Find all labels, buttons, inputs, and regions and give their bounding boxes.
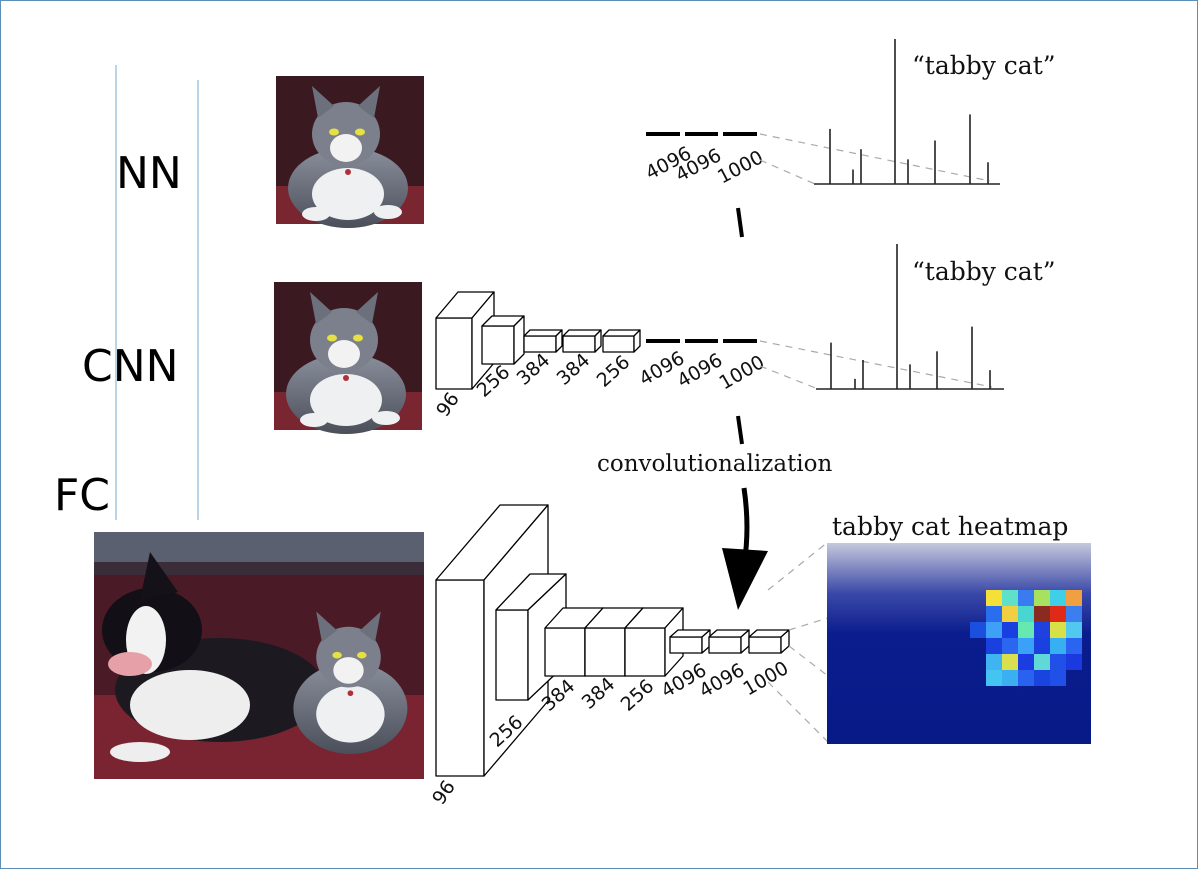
fc-conv-dim-4: 384 (578, 673, 620, 714)
cnn-fc-dim-3: 1000 (716, 351, 769, 394)
fc-conv-layers (435, 504, 790, 777)
heatmap-title: tabby cat heatmap (832, 512, 1068, 541)
heatmap-cell (1034, 590, 1050, 606)
transition-dash (736, 415, 744, 445)
heatmap-cell (1066, 638, 1082, 654)
heatmap-cell (1066, 622, 1082, 638)
heatmap-cell (1002, 670, 1018, 686)
convolutionalization-arrow (722, 487, 768, 610)
nn-output-bars (829, 39, 989, 184)
row-label-nn: NN (116, 148, 182, 199)
heatmap-cell (1002, 606, 1018, 622)
fc-conv-dim-5: 256 (617, 675, 659, 716)
conv-block (523, 329, 563, 353)
cnn-conv-dim-5: 256 (593, 351, 635, 392)
heatmap-cell (986, 638, 1002, 654)
heatmap-cell (1018, 654, 1034, 670)
tabby-cat-heatmap (827, 543, 1091, 744)
nn-fc-dim-3: 1000 (714, 146, 767, 188)
heatmap-cell (1018, 606, 1034, 622)
nn-output-label: “tabby cat” (912, 51, 1056, 80)
heatmap-cell (1018, 638, 1034, 654)
heatmap-cell (970, 622, 986, 638)
heatmap-cell (1018, 622, 1034, 638)
cat-photo-cnn (274, 282, 422, 434)
conv-block (562, 329, 602, 353)
connector-dash (759, 365, 819, 390)
fc-block (669, 629, 711, 654)
heatmap-cell (1034, 622, 1050, 638)
heatmap-cell (1002, 622, 1018, 638)
connector-dash (767, 541, 829, 591)
connector-dash (759, 159, 816, 185)
transition-dash (736, 207, 744, 238)
heatmap-cell (1066, 590, 1082, 606)
heatmap-cell (1034, 638, 1050, 654)
connector-dash (767, 681, 829, 743)
heatmap-cell (986, 622, 1002, 638)
heatmap-cell (1050, 622, 1066, 638)
conv-block (481, 315, 525, 365)
heatmap-cell (1034, 654, 1050, 670)
heatmap-cell (1002, 654, 1018, 670)
heatmap-cell (1034, 606, 1050, 622)
dog-and-cat-photo (94, 532, 424, 779)
row-label-fc: FC (54, 470, 110, 521)
heatmap-cell (986, 670, 1002, 686)
heatmap-cell (986, 606, 1002, 622)
heatmap-cell (986, 654, 1002, 670)
heatmap-cell (1034, 670, 1050, 686)
heatmap-cell (1050, 654, 1066, 670)
heatmap-cell (1050, 670, 1066, 686)
fc-conv-dim-1: 96 (428, 776, 460, 808)
connector-dash (788, 617, 829, 631)
cnn-output-bars (830, 244, 991, 389)
row-label-cnn: CNN (82, 341, 179, 392)
heatmap-cell (1018, 590, 1034, 606)
conv-block (602, 329, 641, 353)
convolutionalization-label: convolutionalization (597, 451, 833, 477)
cnn-output-label: “tabby cat” (912, 257, 1056, 286)
connector-dash (759, 340, 993, 388)
heatmap-cell (1002, 638, 1018, 654)
heatmap-cell (1002, 590, 1018, 606)
conv-block (624, 607, 684, 677)
heatmap-cell (1018, 670, 1034, 686)
cnn-conv-layers (435, 291, 641, 390)
fc-block (708, 629, 750, 654)
heatmap-cell (1066, 654, 1082, 670)
heatmap-cell (1050, 606, 1066, 622)
connector-dash (759, 133, 991, 182)
cnn-conv-dim-4: 384 (553, 349, 595, 390)
heatmap-cell (1050, 638, 1066, 654)
cat-photo-nn (276, 76, 424, 228)
fc-block (748, 629, 790, 654)
conv-block (435, 291, 495, 390)
heatmap-cell (986, 590, 1002, 606)
connector-dash (788, 645, 829, 677)
cnn-conv-dim-1: 96 (432, 388, 464, 420)
heatmap-cell (1050, 590, 1066, 606)
fc-fc-dim-3: 1000 (740, 657, 793, 700)
heatmap-cell (1066, 606, 1082, 622)
